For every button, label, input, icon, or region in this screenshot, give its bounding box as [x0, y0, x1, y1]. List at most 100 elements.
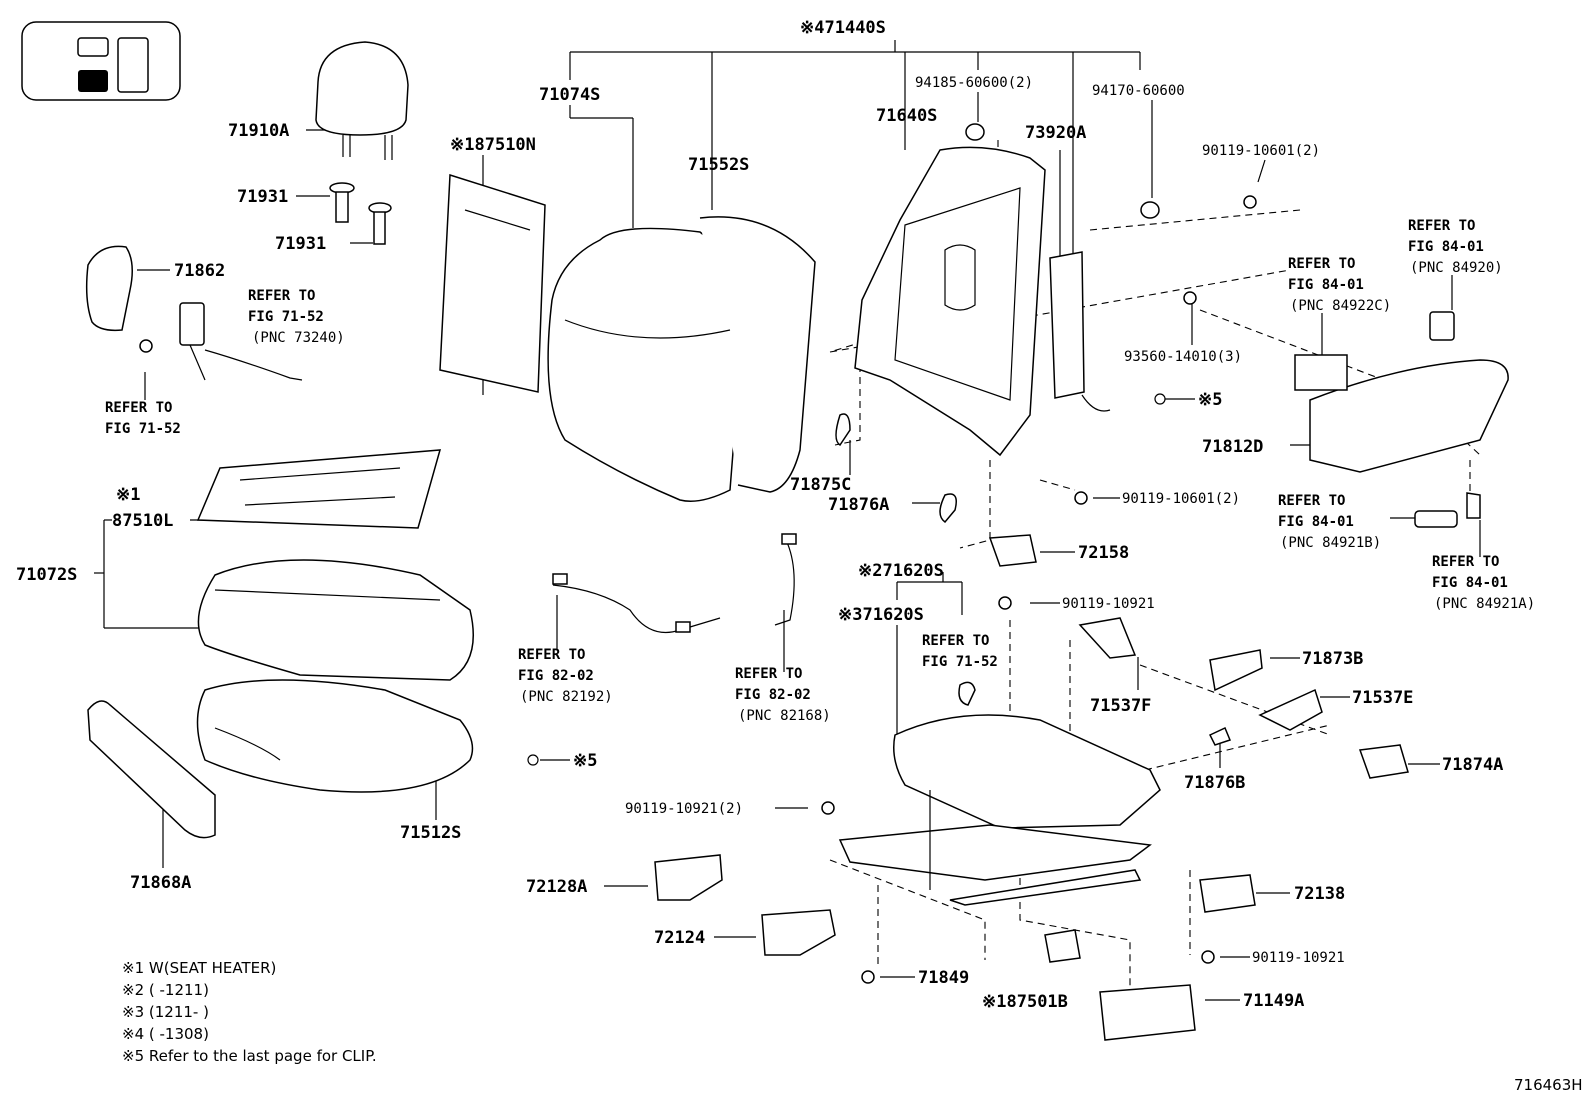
part-number-71873B: 71873B: [1302, 649, 1363, 669]
svg-text:REFER TO FIG 84-01: REFER TO FIG 84-01 (PNC 84921B): [1278, 493, 1381, 551]
svg-text:※271620S: ※271620S: [858, 561, 944, 581]
refer-84922C-line2: FIG 84-01: [1288, 277, 1364, 293]
svg-text:REFER TO FIG 82-02: REFER TO FIG 82-02 (PNC 82168): [735, 666, 831, 724]
marker-1: ※1: [450, 135, 474, 155]
part-number-71512S: 71512S: [400, 823, 461, 843]
footnotes: ※1 W(SEAT HEATER) ※2 ( -1211) ※3 (1211- …: [122, 959, 377, 1065]
refer-82192-line3: (PNC 82192): [520, 689, 613, 705]
footnote-2: ※2 ( -1211): [122, 981, 209, 999]
refer-82192-line2: FIG 82-02: [518, 668, 594, 684]
part-number-73920A: 73920A: [1025, 123, 1086, 143]
refer-73240-line3: (PNC 73240): [252, 330, 345, 346]
part-number-71875C: 71875C: [790, 475, 851, 495]
svg-text:REFER TO FIG 71-52: REFER TO FIG 71-52: [105, 400, 181, 437]
part-number-87510L: 87510L: [112, 511, 173, 531]
svg-text:※471440S: ※471440S: [800, 18, 886, 38]
part-number-90119-10921-a: 90119-10921: [1062, 596, 1155, 612]
refer-84922C-line1: REFER TO: [1288, 256, 1355, 272]
svg-text:REFER TO FIG 71-52: REFER TO FIG 71-52: [922, 633, 998, 670]
refer-84921A-line3: (PNC 84921A): [1434, 596, 1535, 612]
refer-71-52-mid-line2: FIG 71-52: [922, 654, 998, 670]
wire-harness-drawing: [552, 533, 797, 634]
part-number-71552S: 71552S: [688, 155, 749, 175]
side-airbag-drawing: [1049, 251, 1111, 412]
part-number-90119-10601-mid: 90119-10601(2): [1122, 491, 1240, 507]
svg-text:※187510N: ※187510N: [450, 135, 536, 155]
seat-position-locator-icon: [21, 21, 181, 101]
seatbelt-buckle-drawing: [139, 302, 303, 381]
part-number-90119-10921-2: 90119-10921(2): [625, 801, 743, 817]
svg-text:※371620S: ※371620S: [838, 605, 924, 625]
part-number-71149A: 71149A: [1243, 991, 1304, 1011]
small-parts-drawing: [527, 123, 1481, 1041]
footnote-1: ※1 W(SEAT HEATER): [122, 959, 276, 977]
part-number-94170-60600: 94170-60600: [1092, 83, 1185, 99]
refer-84921A-line1: REFER TO: [1432, 554, 1499, 570]
drawing-id: 716463H: [1514, 1076, 1583, 1094]
part-number-71072S: 71072S: [16, 565, 77, 585]
part-number-71537E: 71537E: [1352, 688, 1413, 708]
seat-cushion-heater-drawing: [196, 449, 442, 529]
svg-text:REFER TO FIG 84-01: REFER TO FIG 84-01 (PNC 84921A): [1432, 554, 1535, 612]
part-number-71876A: 71876A: [828, 495, 889, 515]
refer-71-52-mid-line1: REFER TO: [922, 633, 989, 649]
refer-84920-line1: REFER TO: [1408, 218, 1475, 234]
part-number-71862: 71862: [174, 261, 225, 281]
part-number-94185-60600: 94185-60600(2): [915, 75, 1033, 91]
part-number-71874A: 71874A: [1442, 755, 1503, 775]
part-number-90119-10601-top: 90119-10601(2): [1202, 143, 1320, 159]
marker-3: ※3: [838, 605, 862, 625]
marker-4: ※4: [800, 18, 824, 38]
part-labels: ※471440S 71074S ※187510N 71552S 71640S 7…: [16, 18, 1503, 1012]
reference-callouts: REFER TO FIG 71-52 (PNC 73240) REFER TO …: [105, 218, 1535, 724]
footnote-3: ※3 (1211- ): [122, 1003, 209, 1021]
part-number-71640S: 71640S: [876, 106, 937, 126]
recliner-cover-drawing: [1309, 359, 1509, 473]
svg-text:REFER TO FIG 82-02: REFER TO FIG 82-02 (PNC 82192): [518, 647, 613, 705]
refer-84921B-line1: REFER TO: [1278, 493, 1345, 509]
part-number-71868A: 71868A: [130, 873, 191, 893]
refer-73240-line1: REFER TO: [248, 288, 315, 304]
part-number-71537F: 71537F: [1090, 696, 1151, 716]
refer-82168-line3: (PNC 82168): [738, 708, 831, 724]
seatback-frame-drawing: [854, 146, 1046, 457]
part-number-71931-upper: 71931: [237, 187, 288, 207]
seatback-cover-drawing: [547, 216, 816, 502]
seat-track-frame-drawing: [838, 714, 1161, 906]
headrest-support-drawing: [329, 182, 392, 245]
clip-marker-5-right: ※5: [1198, 390, 1222, 410]
refer-82168-line2: FIG 82-02: [735, 687, 811, 703]
part-number-71931-lower: 71931: [275, 234, 326, 254]
svg-text:REFER TO FIG 84-01: REFER TO FIG 84-01 (PNC 84920): [1408, 218, 1503, 276]
part-number-72128A: 72128A: [526, 877, 587, 897]
marker-2: ※2: [858, 561, 882, 581]
seat-cushion-cover-drawing: [197, 559, 474, 681]
refer-71-52-left-line1: REFER TO: [105, 400, 172, 416]
part-number-72138: 72138: [1294, 884, 1345, 904]
part-number-71440S: 71440S: [824, 18, 885, 38]
refer-84921B-line3: (PNC 84921B): [1280, 535, 1381, 551]
part-number-72124: 72124: [654, 928, 705, 948]
refer-84922C-line3: (PNC 84922C): [1290, 298, 1391, 314]
seat-cushion-pad-drawing: [196, 679, 474, 793]
refer-73240-line2: FIG 71-52: [248, 309, 324, 325]
headrest-drawing: [315, 41, 409, 160]
cushion-side-shield-drawing: [87, 700, 216, 839]
part-number-87510N: 87510N: [474, 135, 535, 155]
refer-84920-line2: FIG 84-01: [1408, 239, 1484, 255]
refer-84921A-line2: FIG 84-01: [1432, 575, 1508, 591]
seatback-heater-element-drawing: [439, 173, 546, 393]
part-number-87501B: 87501B: [1006, 992, 1067, 1012]
svg-text:※187501B: ※187501B: [982, 992, 1068, 1012]
footnote-4: ※4 ( -1308): [122, 1025, 209, 1043]
seatback-cover-side-drawing: [85, 245, 133, 332]
footnote-5: ※5 Refer to the last page for CLIP.: [122, 1047, 377, 1065]
refer-71-52-left-line2: FIG 71-52: [105, 421, 181, 437]
part-number-71620S-a: 71620S: [882, 561, 943, 581]
part-number-72158: 72158: [1078, 543, 1129, 563]
part-number-71620S-b: 71620S: [862, 605, 923, 625]
part-number-71849: 71849: [918, 968, 969, 988]
refer-84920-line3: (PNC 84920): [1410, 260, 1503, 276]
marker-1-87510L: ※1: [116, 485, 140, 505]
